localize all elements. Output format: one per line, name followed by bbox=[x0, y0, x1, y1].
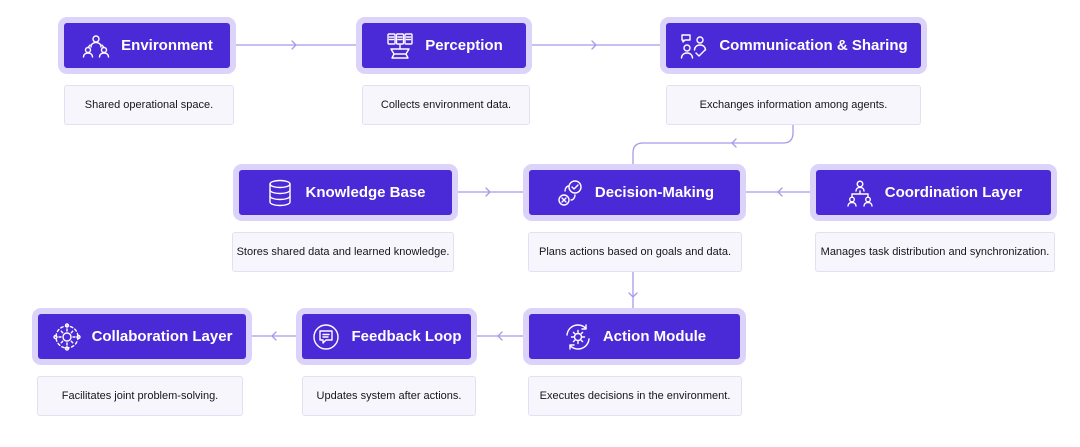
communication-label: Communication & Sharing bbox=[719, 37, 908, 54]
gear-cycle-icon bbox=[563, 322, 593, 352]
communication-description: Exchanges information among agents. bbox=[666, 85, 921, 125]
communication-node[interactable]: Communication & Sharing bbox=[660, 17, 927, 74]
knowledge-base-node[interactable]: Knowledge Base bbox=[233, 164, 458, 221]
knowledge-base-label: Knowledge Base bbox=[305, 184, 426, 201]
collaboration-node[interactable]: Collaboration Layer bbox=[32, 308, 252, 365]
feedback-loop-description: Updates system after actions. bbox=[302, 376, 476, 416]
action-module-node[interactable]: Action Module bbox=[523, 308, 746, 365]
people-chat-icon bbox=[679, 31, 709, 61]
coordination-description: Manages task distribution and synchroniz… bbox=[815, 232, 1055, 272]
arrow-perception-communication bbox=[591, 40, 597, 50]
arrow-decision-knowledge bbox=[485, 187, 491, 197]
knowledge-base-description: Stores shared data and learned knowledge… bbox=[232, 232, 454, 272]
action-module-description: Executes decisions in the environment. bbox=[528, 376, 742, 416]
arrow-action-feedback bbox=[497, 331, 503, 341]
environment-label: Environment bbox=[121, 37, 213, 54]
arrow-coordination-decision bbox=[777, 187, 783, 197]
perception-description: Collects environment data. bbox=[362, 85, 530, 125]
database-icon bbox=[265, 178, 295, 208]
gear-network-icon bbox=[52, 322, 82, 352]
decision-making-description: Plans actions based on goals and data. bbox=[528, 232, 742, 272]
feedback-loop-label: Feedback Loop bbox=[351, 328, 462, 345]
decision-check-icon bbox=[555, 178, 585, 208]
environment-description: Shared operational space. bbox=[64, 85, 234, 125]
decision-making-node[interactable]: Decision-Making bbox=[523, 164, 746, 221]
action-module-label: Action Module bbox=[602, 328, 707, 345]
decision-making-label: Decision-Making bbox=[594, 184, 715, 201]
arrow-communication-decision bbox=[731, 138, 737, 148]
perception-node[interactable]: Perception bbox=[356, 17, 532, 74]
collaboration-label: Collaboration Layer bbox=[91, 328, 233, 345]
arrow-decision-action bbox=[628, 292, 638, 298]
connector-communication-decision bbox=[632, 123, 794, 166]
arrow-feedback-collaboration bbox=[271, 331, 277, 341]
people-network-icon bbox=[81, 31, 111, 61]
perception-label: Perception bbox=[425, 37, 503, 54]
documents-stack-icon bbox=[385, 31, 415, 61]
hierarchy-people-icon bbox=[845, 178, 875, 208]
coordination-node[interactable]: Coordination Layer bbox=[810, 164, 1057, 221]
chat-bubble-icon bbox=[311, 322, 341, 352]
collaboration-description: Facilitates joint problem-solving. bbox=[37, 376, 243, 416]
arrow-environment-perception bbox=[291, 40, 297, 50]
feedback-loop-node[interactable]: Feedback Loop bbox=[296, 308, 477, 365]
environment-node[interactable]: Environment bbox=[58, 17, 236, 74]
coordination-label: Coordination Layer bbox=[884, 184, 1023, 201]
